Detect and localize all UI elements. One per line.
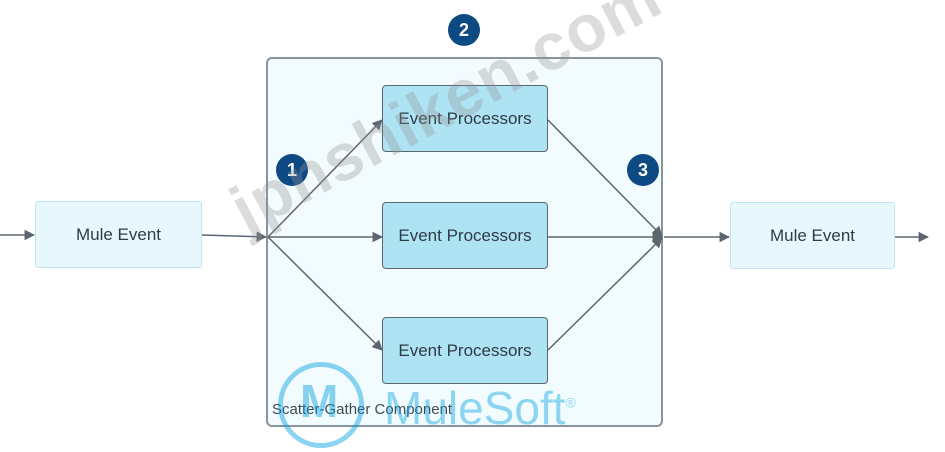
mule-event-input: Mule Event — [35, 201, 202, 268]
step-badge-2: 2 — [448, 14, 480, 46]
arrow-route-top — [267, 119, 383, 238]
mulesoft-logo-icon — [278, 362, 364, 448]
arrow-route-bottom — [267, 236, 383, 351]
mule-event-output: Mule Event — [730, 202, 895, 269]
step-badge-3: 3 — [627, 154, 659, 186]
step-badge-1: 1 — [276, 154, 308, 186]
event-processor-middle: Event Processors — [382, 202, 548, 269]
event-processor-top: Event Processors — [382, 85, 548, 152]
event-processor-bottom: Event Processors — [382, 317, 548, 384]
arrow-gather-top — [547, 119, 663, 237]
arrow-gather-bottom — [547, 237, 663, 351]
arrow-to-component — [201, 231, 268, 242]
mulesoft-logo-mark: M — [300, 375, 339, 427]
mulesoft-wordmark: MuleSoft® — [384, 382, 576, 434]
